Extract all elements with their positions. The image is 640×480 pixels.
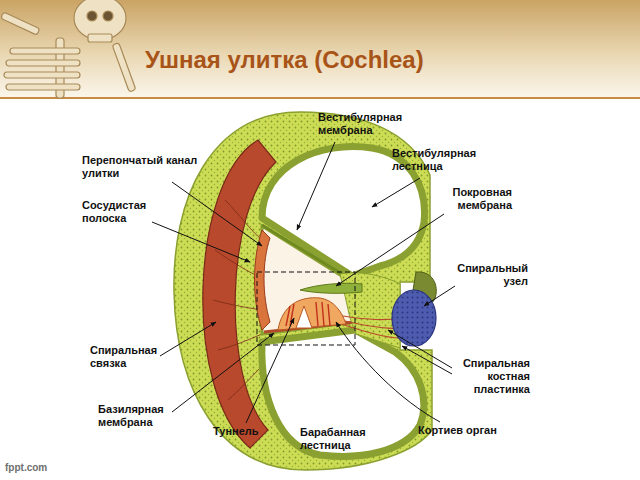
part-label: Спиральный узел	[448, 262, 528, 288]
vestibular-membrane	[262, 225, 350, 279]
leader-lines	[152, 142, 455, 423]
part-label: Спиральная костная пластинка	[450, 357, 530, 396]
slide-title: Ушная улитка (Cochlea)	[145, 46, 424, 74]
spiral-ganglion	[392, 290, 436, 346]
part-label: Кортиев орган	[418, 424, 518, 437]
header-band	[0, 0, 640, 98]
watermark: fppt.com	[5, 462, 47, 474]
part-label: Барабанная лестница	[300, 426, 385, 452]
part-label: Туннель	[213, 425, 273, 438]
header-rule	[0, 97, 640, 99]
scala-tympani	[262, 330, 424, 456]
tectorial-membrane	[300, 283, 362, 293]
part-label: Покровная мембрана	[432, 186, 512, 212]
part-label: Перепончатый канал улитки	[82, 154, 207, 180]
ligament-fibres	[213, 200, 262, 400]
part-label: Вестибулярная мембрана	[318, 111, 413, 137]
organ-of-corti	[278, 298, 346, 330]
part-label: Вестибулярная лестница	[392, 147, 487, 173]
part-label: Базилярная мембрана	[98, 403, 183, 429]
spiral-ligament	[203, 140, 276, 448]
part-label: Спиральная связка	[90, 344, 170, 370]
part-label: Сосудистая полоска	[82, 199, 162, 225]
skeleton-decoration	[1, 0, 136, 98]
